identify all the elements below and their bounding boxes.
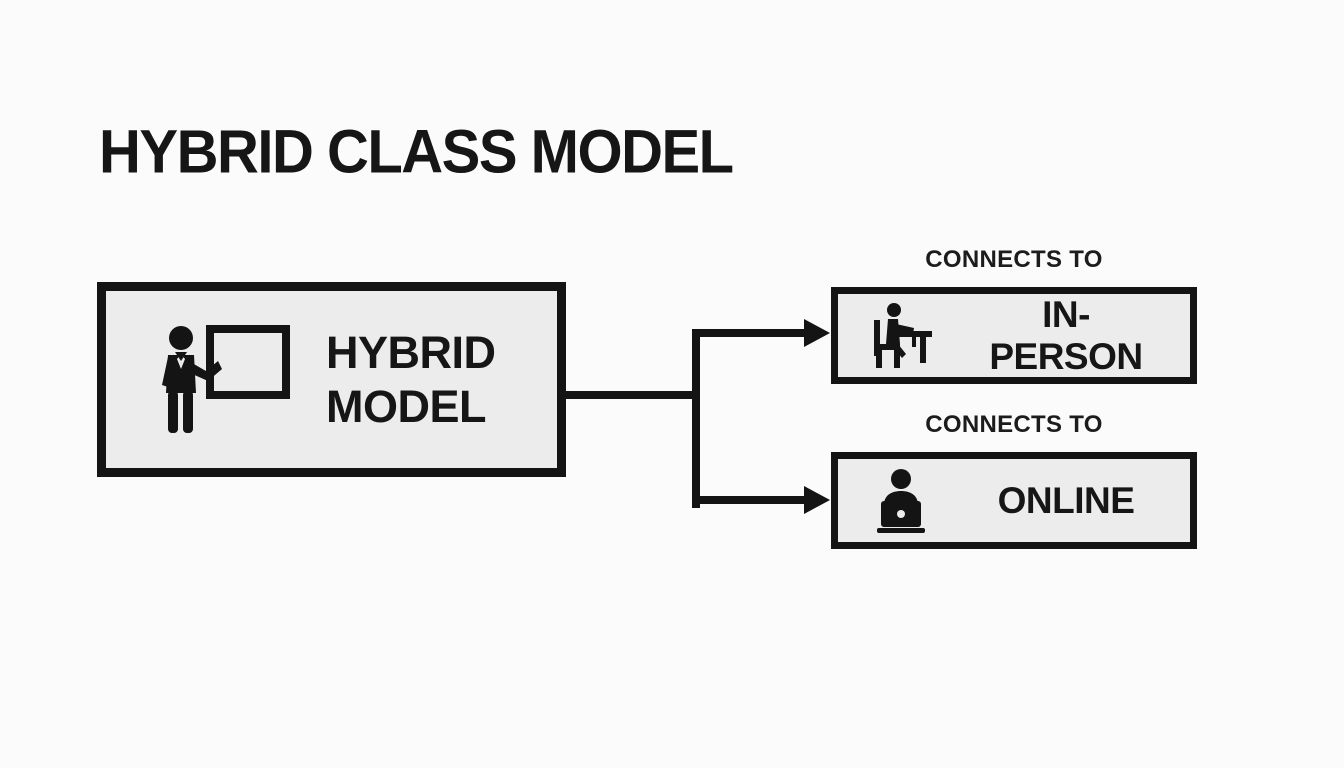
node-hybrid-model: HYBRID MODEL <box>97 282 566 477</box>
node-online-label: ONLINE <box>997 479 1135 521</box>
node-in-person-label: IN-PERSON <box>989 293 1143 377</box>
person-at-desk-icon <box>868 302 934 370</box>
connector-branch-line <box>692 329 700 508</box>
teacher-presenting-icon <box>154 321 292 439</box>
node-label-line2: MODEL <box>326 380 487 432</box>
node-label-line1: HYBRID <box>326 327 496 379</box>
connects-to-label-in-person: CONNECTS TO <box>925 246 1103 273</box>
connector-bottom-line <box>692 496 806 504</box>
person-at-laptop-icon <box>868 467 934 535</box>
arrowhead-to-online <box>804 486 830 514</box>
connector-top-line <box>692 329 806 337</box>
node-online: ONLINE <box>831 452 1197 549</box>
connector-trunk-line <box>560 391 699 399</box>
arrowhead-to-in-person <box>804 319 830 347</box>
node-in-person: IN-PERSON <box>831 287 1197 384</box>
node-hybrid-model-label: HYBRID MODEL <box>326 326 496 432</box>
connects-to-label-online: CONNECTS TO <box>925 411 1103 438</box>
page-title: HYBRID CLASS MODEL <box>99 118 734 187</box>
